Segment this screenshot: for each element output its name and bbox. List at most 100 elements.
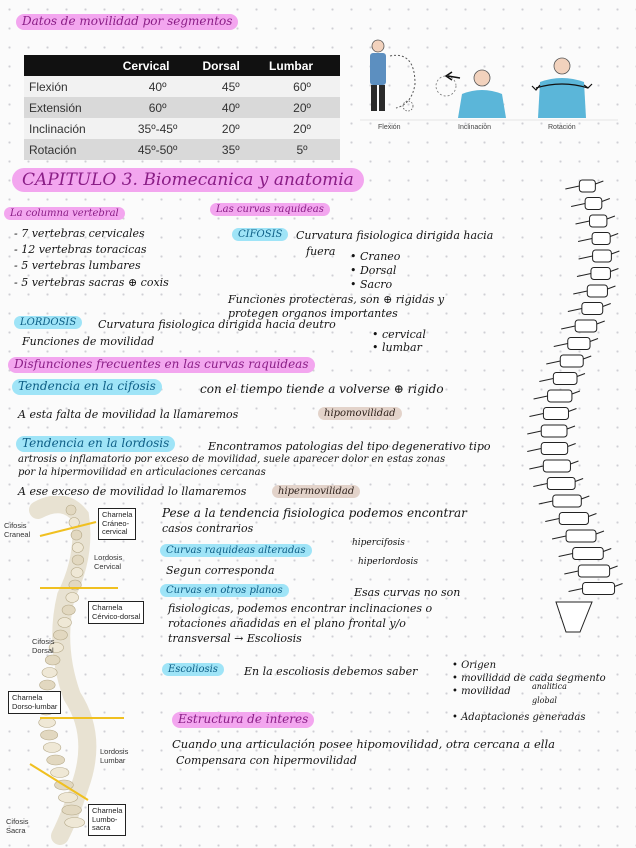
label-charnela-cervico-dorsal: Charnela Cérvico-dorsal	[88, 601, 145, 625]
casos-line-2: casos contrarios	[162, 522, 254, 535]
table-header	[24, 55, 118, 76]
table-cell: 60º	[117, 97, 198, 118]
mobility-table: Cervical Dorsal Lumbar Flexión 40º 45º 6…	[24, 55, 340, 160]
lordosis-list-item: • lumbar	[372, 341, 422, 354]
escoliosis-list-item: • Origen	[452, 660, 497, 671]
flexion-figure	[370, 39, 416, 112]
lordosis-txt-4: A ese exceso de movilidad lo llamaremos	[18, 485, 247, 498]
vertebra-process	[546, 355, 592, 365]
vertebra	[592, 249, 612, 263]
vertebra	[590, 267, 611, 280]
vertebra	[567, 337, 591, 350]
lordosis-desc: Curvatura fisiologica dirigida hacia deu…	[98, 318, 336, 331]
caption-flexion: Flexión	[378, 124, 401, 131]
vertebra	[540, 424, 568, 438]
curvas-alteradas-tag: Curvas raquideas alteradas	[160, 544, 312, 557]
vertebra	[71, 554, 85, 566]
inclinacion-figure	[435, 69, 506, 118]
spine-photo	[29, 496, 124, 845]
escoliosis-list-item: • Adaptaciones generadas	[452, 712, 586, 723]
table-header: Dorsal	[197, 55, 265, 76]
otros-planos-line: Esas curvas no son	[354, 586, 461, 599]
vertebra	[542, 459, 571, 473]
vertebra	[577, 564, 611, 578]
tendencia-cifosis-tag: Tendencia en la cifosis	[12, 379, 162, 395]
vertebra	[70, 567, 84, 578]
vertebra	[71, 542, 84, 553]
vertebra	[40, 729, 59, 741]
vertebra	[57, 617, 72, 628]
vertebra	[572, 547, 604, 560]
vertebra-process	[551, 530, 605, 540]
table-cell: 40º	[117, 76, 198, 97]
table-header: Lumbar	[264, 55, 340, 76]
vertebra-process	[553, 338, 599, 347]
vertebra-process	[529, 460, 579, 470]
vertebra-process	[533, 478, 584, 487]
vertebra-process	[571, 198, 610, 207]
columna-item: - 7 vertebras cervicales	[14, 227, 145, 240]
cifosis-list-item: • Craneo	[350, 250, 401, 263]
escoliosis-list-item: • movilidad	[452, 686, 511, 697]
analitica-label: analitica	[532, 682, 567, 691]
segun-corresponda: Segun corresponda	[166, 564, 275, 577]
lordosis-tag: LORDOSIS	[14, 316, 83, 329]
cifosis-list-item: • Sacro	[350, 278, 393, 291]
vertebra	[65, 504, 77, 516]
estructura-line-2: Compensara con hipermovilidad	[176, 754, 357, 767]
columna-item: - 5 vertebras sacras ⊕ coxis	[14, 276, 169, 289]
rotacion-figure	[531, 57, 593, 118]
tendencia-cifosis-txt-2: A esta falta de movilidad la llamaremos	[18, 408, 239, 421]
vertebra	[586, 284, 608, 298]
vertebra	[591, 232, 611, 245]
vertebra	[48, 642, 64, 653]
vertebra	[574, 319, 598, 333]
vertebra-process	[538, 495, 590, 505]
escoliosis-tag: Escoliosis	[162, 663, 224, 676]
columna-title: La columna vertebral	[4, 207, 125, 220]
vertebra	[50, 767, 70, 778]
label-charnela-craneo-cervical: Charnela Cráneo- cervical	[98, 508, 137, 540]
lordosis-txt-3: por la hipermovilidad en articulaciones …	[18, 467, 266, 478]
sacrum	[555, 601, 593, 633]
table-row: Extensión 60º 40º 20º	[24, 97, 340, 118]
table-cell: Extensión	[24, 97, 118, 118]
vertebra	[552, 372, 578, 385]
table-cell: 5º	[264, 139, 340, 160]
table-row: Rotación 45º-50º 35º 5º	[24, 139, 340, 160]
columna-item: - 5 vertebras lumbares	[14, 259, 141, 272]
mobility-title: Datos de movilidad por segmentos	[16, 14, 239, 30]
vertebra-process	[529, 408, 577, 417]
vertebra-process	[558, 548, 612, 557]
vertebra	[582, 582, 616, 595]
vertebra-process	[573, 285, 616, 295]
vertebra-process	[564, 565, 618, 575]
vertebra-process	[527, 425, 576, 435]
marker-line	[29, 763, 89, 801]
table-cell: Flexión	[24, 76, 118, 97]
disfunciones-title: Disfunciones frecuentes en las curvas ra…	[8, 357, 315, 373]
spine-drawing	[527, 179, 623, 633]
vertebra	[565, 529, 597, 543]
label-lordosis-lumbar: Lordosis Lumbar	[100, 747, 129, 765]
vertebra	[581, 302, 604, 315]
estructura-title: Estructura de interes	[172, 712, 315, 728]
vertebra-process	[527, 443, 576, 452]
table-header-row: Cervical Dorsal Lumbar	[24, 55, 340, 76]
label-lordosis-cervical: Lordosis Cervical	[94, 553, 123, 571]
lordosis-list-item: • cervical	[372, 328, 426, 341]
spine-vertebrae	[527, 179, 623, 633]
vertebra	[58, 792, 78, 803]
global-label: global	[532, 696, 557, 705]
cifosis-funciones-2: protegen organos importantes	[228, 307, 398, 320]
tendencia-cifosis-txt: con el tiempo tiende a volverse ⊕ rigido	[200, 382, 444, 396]
table-cell: 20º	[264, 97, 340, 118]
columna-item: - 12 vertebras toracicas	[14, 243, 147, 256]
vertebra	[44, 654, 61, 666]
lordosis-func: Funciones de movilidad	[22, 335, 155, 348]
tendencia-lordosis-tag: Tendencia en la lordosis	[16, 436, 176, 452]
table-cell: 20º	[264, 118, 340, 139]
cifosis-funciones: Funciones protecteras, son ⊕ rigidas y	[228, 293, 445, 306]
vertebra	[559, 354, 584, 368]
table-header: Cervical	[117, 55, 198, 76]
